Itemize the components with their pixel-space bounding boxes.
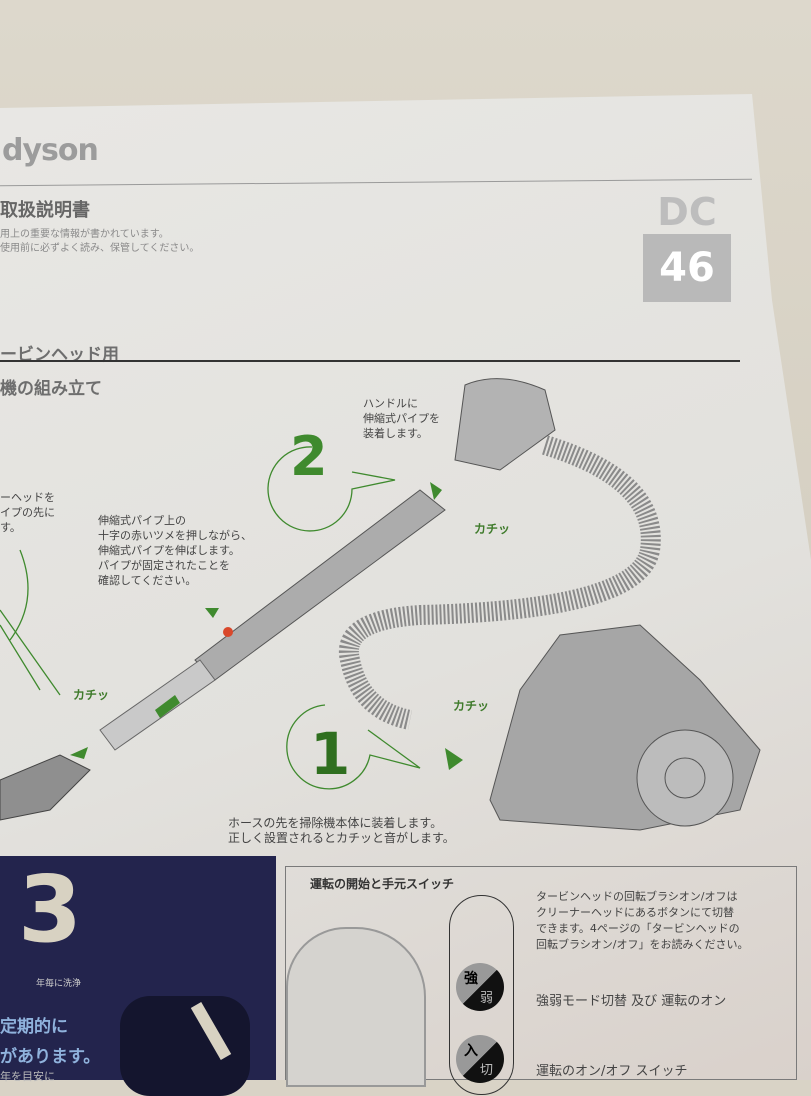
switch-section: 運転の開始と手元スイッチ 強 弱 入 切 タービンヘッドの回転ブラシオン/オフは… — [285, 866, 797, 1095]
handle-illustration — [286, 927, 426, 1087]
button1-label: 強弱モード切替 及び 運転のオン — [536, 994, 727, 1009]
filter-image — [120, 996, 250, 1096]
model-badge: DC 46 — [643, 190, 731, 302]
handle — [454, 378, 556, 471]
switch-description: タービンヘッドの回転ブラシオン/オフはクリーナーヘッドにあるボタンにて切替できま… — [536, 890, 749, 951]
switch-title: 運転の開始と手元スイッチ — [310, 877, 455, 891]
cleaner-head — [0, 754, 91, 821]
callout-2-bubble — [267, 446, 396, 532]
vacuum-wheel — [636, 729, 734, 827]
panel-line: 定期的に — [0, 1017, 68, 1037]
subtitle-line: 使用前に必ずよく読み、保管してください。 — [0, 243, 200, 254]
arrow-icon — [445, 748, 463, 770]
arrow-icon — [155, 695, 180, 718]
section-rule — [0, 360, 740, 362]
section-subheading: 機の組み立て — [0, 379, 102, 399]
pipe-note: 伸縮式パイプ上の十字の赤いツメを押しながら、伸縮式パイプを伸ばします。パイプが固… — [98, 514, 252, 587]
red-tab — [223, 627, 233, 637]
subtitle-line: 用上の重要な情報が書かれています。 — [0, 229, 169, 240]
panel-line: 年を目安に — [0, 1070, 55, 1083]
panel-line: があります。 — [0, 1047, 101, 1067]
page-title: 取扱説明書 — [0, 200, 90, 221]
button2-label: 運転のオン/オフ スイッチ — [536, 1064, 688, 1079]
power-on-off-button[interactable]: 入 切 — [456, 1035, 504, 1083]
arrow-icon — [430, 482, 442, 500]
step-1-text: ホースの先を掃除機本体に装着します。正しく設置されるとカチッと音がします。 — [228, 816, 455, 845]
step-1-number: 1 — [310, 720, 351, 788]
step-2-text: ハンドルに伸縮式パイプを装着します。 — [363, 397, 440, 440]
click-label: カチッ — [474, 522, 511, 536]
model-badge-line2: 46 — [643, 234, 731, 302]
click-label: カチッ — [73, 688, 110, 702]
step-2-number: 2 — [290, 425, 328, 488]
lower-pipe — [99, 659, 216, 751]
panel-caption: 年毎に洗浄 — [36, 979, 82, 989]
dyson-logo: dyson — [2, 133, 99, 168]
maintenance-panel: 3 年毎に洗浄 定期的に があります。 年を目安に — [0, 856, 276, 1096]
assembly-illustration — [0, 378, 761, 831]
callout-left — [0, 549, 61, 696]
arrow-icon — [205, 608, 219, 618]
hose — [338, 435, 661, 730]
power-mode-button[interactable]: 強 弱 — [456, 963, 504, 1011]
big-number: 3 — [18, 856, 83, 963]
callout-1-bubble — [286, 704, 421, 790]
click-label: カチッ — [453, 699, 490, 713]
left-note: ーヘッドをイプの先にす。 — [0, 491, 55, 534]
arrow-icon — [70, 747, 88, 759]
model-badge-line1: DC — [657, 190, 717, 234]
